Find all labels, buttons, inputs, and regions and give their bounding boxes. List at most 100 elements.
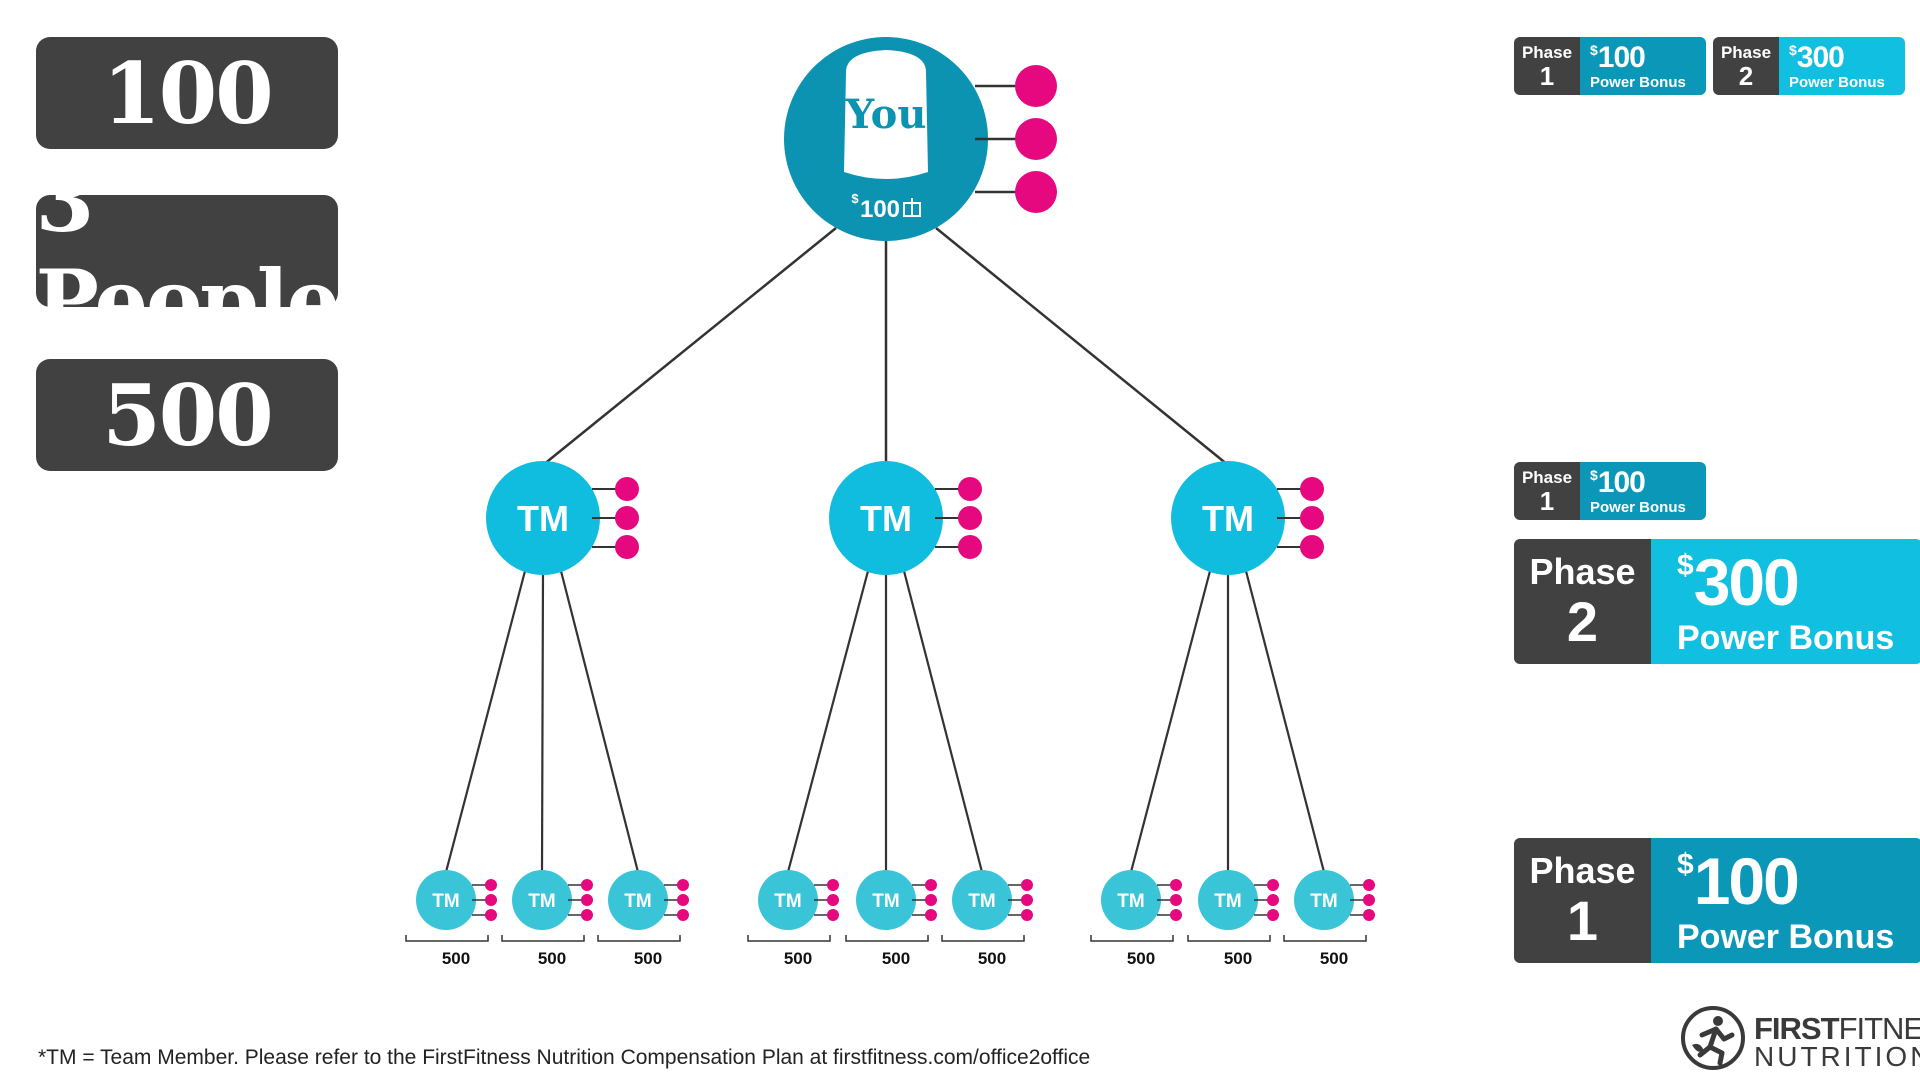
bonus-value: 100 <box>1693 843 1800 918</box>
phase-word: Phase <box>1720 42 1772 62</box>
satellite-dot <box>1267 879 1279 891</box>
team-member-label: TM <box>1202 498 1254 539</box>
team-member-label: TM <box>872 891 899 912</box>
connector-line <box>1244 570 1326 873</box>
bonus-label: Power Bonus <box>1789 73 1885 91</box>
satellite-dot <box>925 909 937 921</box>
volume-amount: 500 <box>1224 949 1252 968</box>
satellite-dot <box>581 879 593 891</box>
logo-first: FIRST <box>1754 1011 1840 1046</box>
stat-box-3: 500 <box>36 359 338 471</box>
group-bracket <box>501 935 585 942</box>
satellite-dot <box>677 909 689 921</box>
runner-logo-icon <box>1681 1006 1745 1070</box>
connector-line <box>444 570 527 873</box>
phase-number: 1 <box>1539 485 1555 516</box>
satellite-dot <box>1300 477 1324 501</box>
satellite-dot <box>1015 171 1057 213</box>
satellite-dot <box>1363 909 1375 921</box>
badge-phase-block: Phase 1 <box>1514 838 1651 963</box>
team-member-label: TM <box>968 891 995 912</box>
satellite-dot <box>827 879 839 891</box>
satellite-dot <box>958 477 982 501</box>
group-bracket <box>941 935 1025 942</box>
logo-fitness: FITNESS <box>1838 1011 1920 1046</box>
group-bracket <box>1090 935 1174 942</box>
dollar-sign: $ <box>1590 466 1598 483</box>
stat-box-1: 100 <box>36 37 338 149</box>
group-bracket <box>747 935 831 942</box>
volume-amount: 500 <box>1127 949 1155 968</box>
badge-bonus-block: $ 100 Power Bonus <box>1580 37 1706 95</box>
satellite-dot <box>1021 894 1033 906</box>
connector-line <box>935 227 1229 466</box>
dollar-sign: $ <box>1677 847 1694 881</box>
team-member-node <box>856 870 916 930</box>
satellite-dot <box>485 894 497 906</box>
group-bracket <box>597 935 681 942</box>
team-member-node <box>758 870 818 930</box>
volume-amount: 500 <box>442 949 470 968</box>
team-member-node <box>829 461 943 575</box>
connector-line <box>786 570 870 873</box>
volume-amount: 500 <box>784 949 812 968</box>
badge-bottom-phase1: Phase 1 $ 100 Power Bonus <box>1514 838 1920 963</box>
team-member-label: TM <box>432 891 459 912</box>
bonus-value: 300 <box>1693 544 1800 619</box>
team-member-node <box>1198 870 1258 930</box>
phase-word: Phase <box>1529 849 1636 891</box>
connector-line <box>540 570 545 873</box>
satellite-dot <box>1170 909 1182 921</box>
badge-phase-block: Phase 2 <box>1514 539 1651 664</box>
team-member-node <box>486 461 600 575</box>
bonus-label: Power Bonus <box>1590 498 1686 516</box>
satellite-dot <box>1363 894 1375 906</box>
badge-mid-phase1: Phase 1 $ 100 Power Bonus <box>1514 462 1706 520</box>
satellite-dot <box>615 506 639 530</box>
phase-word: Phase <box>1529 550 1636 592</box>
team-member-label: TM <box>1214 891 1241 912</box>
group-bracket <box>405 935 489 942</box>
team-member-label: TM <box>1310 891 1337 912</box>
footnote: *TM = Team Member. Please refer to the F… <box>38 1046 1091 1069</box>
dollar-sign: $ <box>1789 41 1797 58</box>
group-bracket <box>1187 935 1271 942</box>
satellite-dot <box>1170 879 1182 891</box>
logo-line1: FIRSTFITNESS® <box>1754 1011 1920 1047</box>
satellite-dot <box>1170 894 1182 906</box>
team-member-node <box>952 870 1012 930</box>
bonus-label: Power Bonus <box>1677 917 1895 956</box>
satellite-dot <box>485 909 497 921</box>
satellite-dot <box>827 909 839 921</box>
team-member-node <box>1294 870 1354 930</box>
team-member-label: TM <box>528 891 555 912</box>
volume-amount: 500 <box>634 949 662 968</box>
volume-amount: 500 <box>538 949 566 968</box>
dollar-sign: $ <box>1677 548 1694 582</box>
satellite-dot <box>1363 879 1375 891</box>
team-member-label: TM <box>517 498 569 539</box>
phase-number: 1 <box>1539 60 1555 91</box>
volume-amount: 500 <box>882 949 910 968</box>
group-bracket <box>845 935 929 942</box>
satellite-dot <box>827 894 839 906</box>
satellite-dot <box>485 879 497 891</box>
badge-phase-block: Phase 2 <box>1713 37 1779 95</box>
bonus-value: 100 <box>1597 465 1646 499</box>
satellite-dot <box>925 894 937 906</box>
team-member-label: TM <box>774 891 801 912</box>
satellite-dot <box>1021 879 1033 891</box>
person-silhouette-icon <box>844 50 928 179</box>
badge-bonus-block: $ 300 Power Bonus <box>1651 539 1920 664</box>
satellite-dot <box>1267 909 1279 921</box>
connector-line <box>559 570 640 873</box>
badge-bonus-block: $ 300 Power Bonus <box>1779 37 1905 95</box>
team-member-label: TM <box>860 498 912 539</box>
team-member-node <box>1101 870 1161 930</box>
satellite-dot <box>677 879 689 891</box>
phase-word: Phase <box>1521 42 1573 62</box>
satellite-dot <box>1267 894 1279 906</box>
brand-logo: FIRSTFITNESS® NUTRITION <box>1680 1003 1920 1075</box>
team-member-node <box>416 870 476 930</box>
